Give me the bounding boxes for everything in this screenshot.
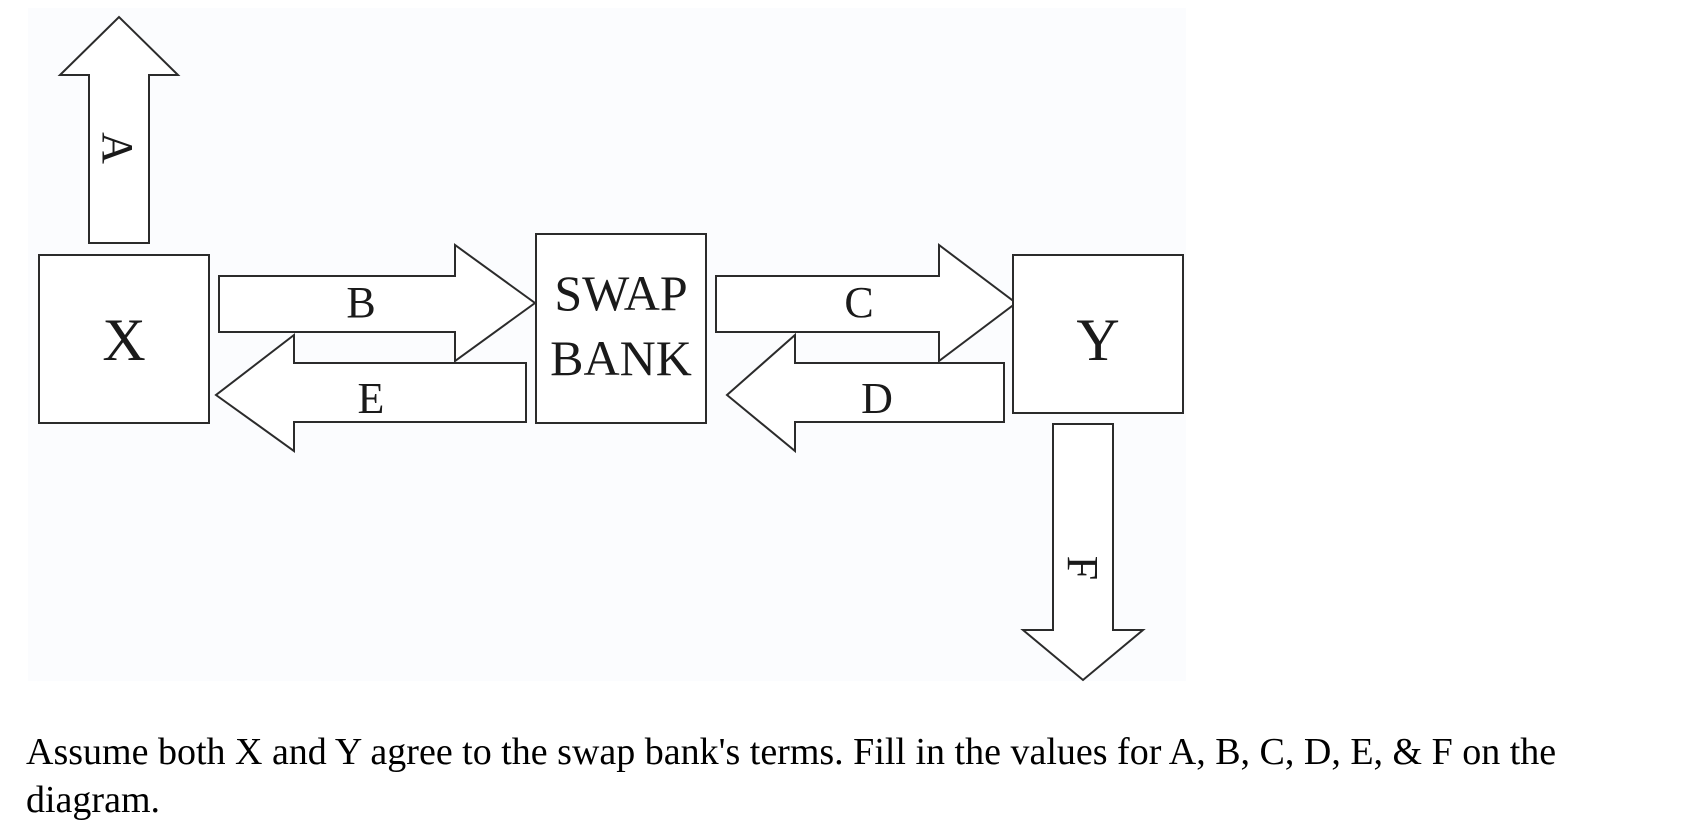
swap-diagram: A X B E SWAP BANK C D Y F [38, 15, 1184, 682]
arrow-c-label: C [844, 278, 873, 327]
node-y-label: Y [1076, 307, 1119, 373]
arrow-f-label: F [1058, 556, 1107, 580]
arrow-a-label: A [93, 132, 142, 164]
node-y [1012, 254, 1184, 414]
arrow-e [214, 332, 527, 453]
node-swap-bank [535, 233, 707, 424]
arrow-b [218, 243, 537, 363]
arrow-f [1020, 423, 1146, 682]
node-x-label: X [102, 307, 145, 373]
arrow-e-label: E [358, 374, 385, 423]
node-x [38, 254, 210, 424]
arrow-a [57, 15, 181, 244]
arrow-b-label: B [346, 278, 375, 327]
question-caption: Assume both X and Y agree to the swap ba… [26, 731, 1557, 821]
arrow-c [715, 242, 1018, 364]
node-swap-bank-label-line2: BANK [550, 330, 692, 386]
arrow-d [725, 332, 1005, 454]
node-swap-bank-label-line1: SWAP [554, 265, 687, 321]
arrow-d-label: D [861, 374, 893, 423]
